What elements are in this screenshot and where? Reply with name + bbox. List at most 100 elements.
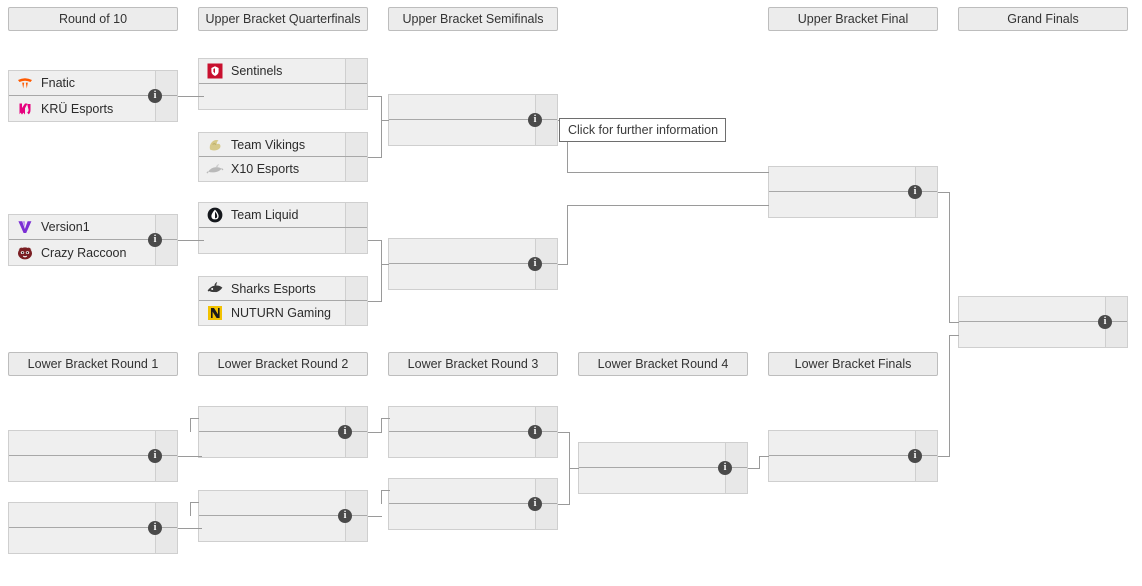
info-icon[interactable]: i <box>718 461 732 475</box>
match-slot-bottom[interactable] <box>9 456 177 481</box>
match-slot-top[interactable]: Sentinels <box>199 59 367 84</box>
info-icon[interactable]: i <box>908 185 922 199</box>
team-cell <box>389 264 535 289</box>
team-cell <box>769 431 915 455</box>
info-icon[interactable]: i <box>148 521 162 535</box>
lower-bracket-round-header-0[interactable]: Lower Bracket Round 1 <box>8 352 178 376</box>
score-cell <box>725 468 747 493</box>
match-slot-bottom[interactable] <box>199 432 367 457</box>
match-slot-bottom[interactable]: NUTURN Gaming <box>199 301 367 325</box>
score-cell <box>345 203 367 227</box>
match-slot-bottom[interactable] <box>389 264 557 289</box>
lower-bracket-round-header-2[interactable]: Lower Bracket Round 3 <box>388 352 558 376</box>
match-slot-top[interactable]: Fnatic <box>9 71 177 96</box>
match-slot-bottom[interactable] <box>9 528 177 553</box>
team-cell: Team Liquid <box>199 203 345 227</box>
upper-bracket-round-header-1[interactable]: Upper Bracket Quarterfinals <box>198 7 368 31</box>
match-slot-bottom[interactable]: Crazy Raccoon <box>9 240 177 265</box>
match-slot-bottom[interactable] <box>389 432 557 457</box>
bracket-connector-line <box>558 264 568 265</box>
match-slot-top[interactable]: Team Liquid <box>199 203 367 228</box>
match-ubsf-m2[interactable] <box>388 238 558 290</box>
match-slot-top[interactable]: Version1 <box>9 215 177 240</box>
match-slot-bottom[interactable] <box>199 84 367 109</box>
lower-bracket-round-header-4[interactable]: Lower Bracket Finals <box>768 352 938 376</box>
round-header-label: Upper Bracket Quarterfinals <box>205 12 361 26</box>
version1-logo <box>16 218 34 236</box>
team-name: Fnatic <box>41 76 76 90</box>
match-lbr1-m1[interactable] <box>8 430 178 482</box>
info-icon[interactable]: i <box>528 497 542 511</box>
match-slot-top[interactable] <box>389 95 557 120</box>
team-cell <box>9 503 155 527</box>
bracket-connector-line <box>949 322 959 323</box>
info-icon[interactable]: i <box>338 509 352 523</box>
match-slot-bottom[interactable]: KRÜ Esports <box>9 96 177 121</box>
x10-esports-logo <box>206 160 224 178</box>
bracket-connector-line <box>381 96 382 158</box>
match-slot-bottom[interactable] <box>199 228 367 253</box>
match-slot-top[interactable] <box>959 297 1127 322</box>
match-slot-top[interactable] <box>389 479 557 504</box>
match-slot-top[interactable] <box>389 407 557 432</box>
score-cell <box>1105 297 1127 321</box>
info-icon[interactable]: i <box>528 425 542 439</box>
match-slot-top[interactable] <box>199 407 367 432</box>
info-icon[interactable]: i <box>148 233 162 247</box>
match-slot-top[interactable] <box>769 431 937 456</box>
match-slot-bottom[interactable] <box>389 504 557 529</box>
info-icon[interactable]: i <box>908 449 922 463</box>
info-icon[interactable]: i <box>148 89 162 103</box>
score-cell <box>915 456 937 481</box>
info-icon[interactable]: i <box>338 425 352 439</box>
match-ubqf-m3[interactable]: Team Liquid <box>198 202 368 254</box>
team-cell <box>959 297 1105 321</box>
team-cell <box>769 167 915 191</box>
score-cell <box>155 96 177 121</box>
match-slot-bottom[interactable] <box>579 468 747 493</box>
info-tooltip: Click for further information <box>559 118 726 142</box>
team-name: Team Vikings <box>231 137 306 152</box>
bracket-connector-line <box>368 432 382 433</box>
info-icon[interactable]: i <box>528 113 542 127</box>
match-slot-top[interactable] <box>199 491 367 516</box>
match-slot-bottom[interactable] <box>769 192 937 217</box>
match-slot-bottom[interactable] <box>199 516 367 541</box>
team-cell <box>199 407 345 431</box>
match-gf-m1[interactable] <box>958 296 1128 348</box>
score-cell <box>535 264 557 289</box>
match-slot-top[interactable] <box>389 239 557 264</box>
bracket-connector-line <box>949 335 959 336</box>
upper-bracket-round-header-2[interactable]: Upper Bracket Semifinals <box>388 7 558 31</box>
score-cell <box>155 503 177 527</box>
lower-bracket-round-header-3[interactable]: Lower Bracket Round 4 <box>578 352 748 376</box>
match-slot-top[interactable] <box>9 431 177 456</box>
match-slot-bottom[interactable] <box>769 456 937 481</box>
team-cell <box>199 491 345 515</box>
match-slot-top[interactable]: Team Vikings <box>199 133 367 157</box>
score-cell <box>345 277 367 300</box>
lower-bracket-round-header-1[interactable]: Lower Bracket Round 2 <box>198 352 368 376</box>
match-ubqf-m1[interactable]: Sentinels <box>198 58 368 110</box>
upper-bracket-round-header-4[interactable]: Grand Finals <box>958 7 1128 31</box>
score-cell <box>915 431 937 455</box>
match-slot-top[interactable] <box>579 443 747 468</box>
match-slot-top[interactable]: Sharks Esports <box>199 277 367 301</box>
match-slot-bottom[interactable] <box>959 322 1127 347</box>
info-icon[interactable]: i <box>148 449 162 463</box>
info-icon[interactable]: i <box>528 257 542 271</box>
match-slot-top[interactable] <box>769 167 937 192</box>
bracket-connector-line <box>759 456 760 469</box>
match-slot-bottom[interactable] <box>389 120 557 145</box>
bracket-connector-line <box>569 432 570 468</box>
match-slot-top[interactable] <box>9 503 177 528</box>
upper-bracket-round-header-0[interactable]: Round of 10 <box>8 7 178 31</box>
team-name: Crazy Raccoon <box>41 245 127 260</box>
match-slot-bottom[interactable]: X10 Esports <box>199 157 367 181</box>
info-icon[interactable]: i <box>1098 315 1112 329</box>
bracket-connector-line <box>748 468 760 469</box>
bracket-connector-line <box>368 240 382 241</box>
upper-bracket-round-header-3[interactable]: Upper Bracket Final <box>768 7 938 31</box>
